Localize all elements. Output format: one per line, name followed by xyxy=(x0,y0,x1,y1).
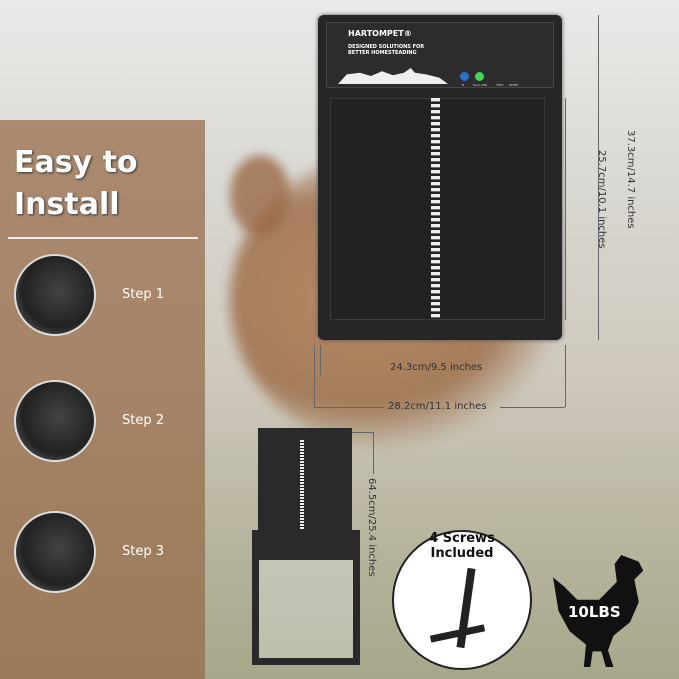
dim-line xyxy=(320,345,321,375)
screws-label: 4 Screws Included xyxy=(429,531,495,561)
step-3-image xyxy=(14,511,96,593)
brand-logo: HARTOMPET® xyxy=(348,29,412,38)
install-title: Easy to Install xyxy=(14,142,138,226)
total-height-label: 64.5cm/25.4 inches xyxy=(366,478,377,577)
outer-width-label: 28.2cm/11.1 inches xyxy=(388,401,487,412)
dim-line xyxy=(565,98,566,320)
step-2-label: Step 2 xyxy=(122,413,165,428)
door-stripe xyxy=(431,98,440,318)
weight-label: 10LBS xyxy=(568,603,621,621)
dim-line xyxy=(565,345,566,407)
inner-height-label: 25.7cm/10.1 inches xyxy=(596,150,607,249)
dim-line xyxy=(373,432,374,474)
button-label: TEST xyxy=(496,83,504,87)
title-line1: Easy to xyxy=(14,145,138,180)
step-1-image xyxy=(14,254,96,336)
dim-line xyxy=(598,15,599,340)
title-line2: Install xyxy=(14,187,120,222)
door-frame xyxy=(252,530,360,665)
door-installed-view xyxy=(258,428,352,532)
blue-led-button xyxy=(460,72,469,81)
divider xyxy=(8,237,198,239)
step-1-label: Step 1 xyxy=(122,287,165,302)
step-2-image xyxy=(14,380,96,462)
tagline: DESIGNED SOLUTIONS FOR BETTER HOMESTEADI… xyxy=(348,44,425,56)
button-label: Door LED xyxy=(473,83,488,87)
dim-line xyxy=(500,407,565,408)
dim-line xyxy=(314,407,384,408)
dim-line xyxy=(352,432,374,433)
step-3-label: Step 3 xyxy=(122,544,165,559)
door-stripe xyxy=(300,440,304,530)
green-led-button xyxy=(475,72,484,81)
button-label: RESET xyxy=(509,83,519,87)
outer-height-label: 37.3cm/14.7 inches xyxy=(625,130,636,229)
inner-width-label: 24.3cm/9.5 inches xyxy=(390,362,483,373)
button-label: B xyxy=(462,83,465,87)
dim-line xyxy=(314,345,315,407)
background-chicken-head xyxy=(230,155,290,235)
